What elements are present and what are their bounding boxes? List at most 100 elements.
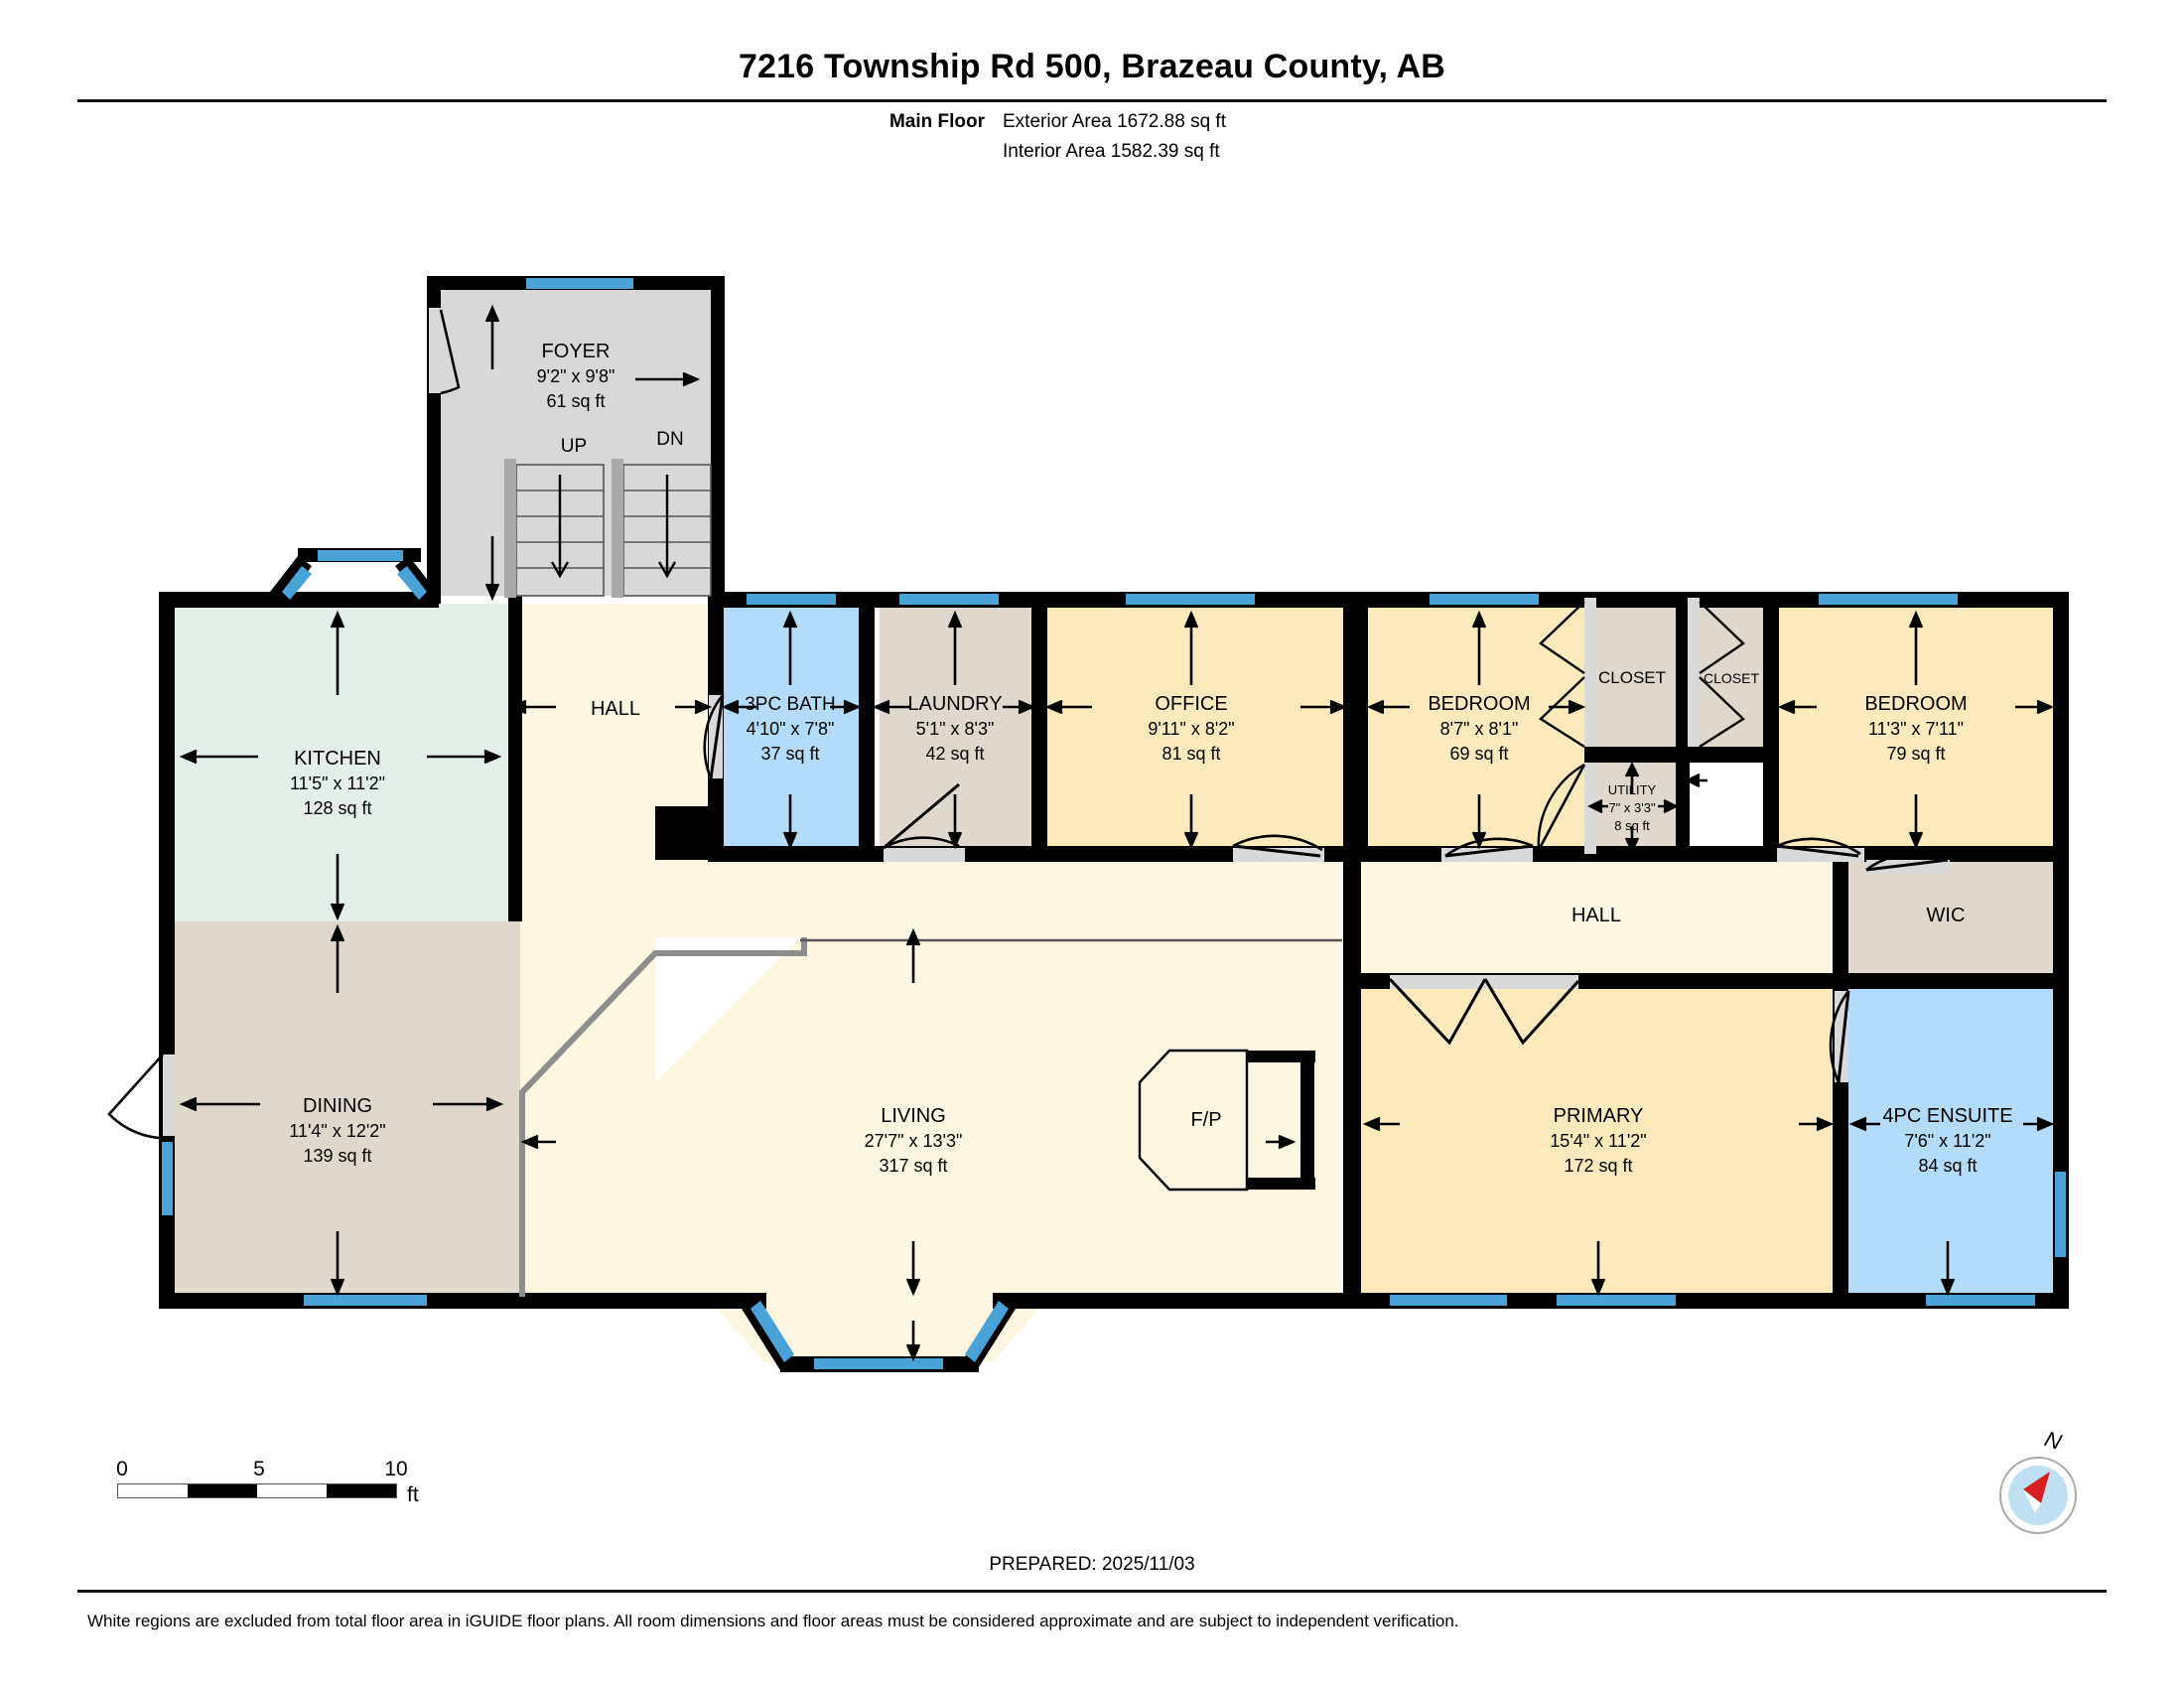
room-fill-closet1	[1588, 604, 1678, 751]
window-ensuite-bottom	[1926, 1295, 2035, 1306]
scale-tick-0: 0	[116, 1458, 128, 1480]
wall-bath-jog	[655, 806, 723, 860]
compass-needle-north	[2023, 1472, 2050, 1503]
room-dims-utility: 7" x 3'3"	[1608, 800, 1656, 815]
window-dining-left	[162, 1142, 173, 1215]
floor-area-summary: Main Floor Exterior Area 1672.88 sq ft I…	[0, 107, 2184, 167]
room-name-hall1: HALL	[591, 698, 640, 720]
room-dims-living: 27'7" x 13'3"	[865, 1131, 963, 1151]
window-laundry-top	[899, 594, 999, 605]
room-fill-laundry	[880, 604, 1033, 852]
door-swing-primary	[1388, 977, 1580, 1046]
room-label-kitchen: KITCHEN 11'5" x 11'2" 128 sq ft	[290, 748, 385, 818]
wall-utility-right	[1676, 747, 1690, 860]
room-area-foyer: 61 sq ft	[546, 391, 605, 411]
room-fill-ensuite	[1846, 988, 2055, 1297]
room-area-bedroom2: 79 sq ft	[1886, 744, 1945, 764]
window-bedroom1-top	[1430, 594, 1539, 605]
room-label-utility: UTILITY 7" x 3'3" 8 sq ft	[1608, 782, 1657, 833]
wall-foyer-right	[711, 276, 725, 604]
room-name-foyer: FOYER	[542, 341, 611, 362]
living-open-edge	[519, 937, 807, 1095]
wall-main-top-right	[711, 592, 2069, 608]
room-name-kitchen: KITCHEN	[294, 748, 381, 770]
door-leaf-bedroom1	[1444, 844, 1534, 858]
window-kitchen-bay-left	[282, 566, 312, 600]
floor-label: Main Floor	[888, 111, 985, 132]
door-office	[1233, 848, 1324, 862]
stair-up-rail	[504, 459, 516, 598]
scale-seg-3	[257, 1484, 327, 1497]
room-dims-kitchen: 11'5" x 11'2"	[290, 774, 385, 793]
compass-rose: N	[1983, 1426, 2093, 1547]
wall-main-bottom-right	[993, 1293, 2069, 1309]
wall-kitchen-right	[508, 592, 522, 921]
room-label-primary: PRIMARY 15'4" x 11'2" 172 sq ft	[1550, 1105, 1646, 1176]
room-label-laundry: LAUNDRY 5'1" x 8'3" 42 sq ft	[907, 693, 1002, 764]
room-dims-dining: 11'4" x 12'2"	[289, 1121, 385, 1141]
room-name-bedroom1: BEDROOM	[1428, 693, 1530, 715]
window-ensuite-right	[2055, 1172, 2066, 1257]
room-dims-3pc-bath: 4'10" x 7'8"	[747, 719, 835, 739]
door-leaf-ensuite	[1837, 990, 1850, 1083]
wall-laundry-right	[1031, 592, 1047, 860]
room-area-utility: 8 sq ft	[1614, 818, 1650, 833]
room-area-living: 317 sq ft	[879, 1156, 947, 1176]
fireplace-outline	[1138, 1049, 1249, 1192]
interior-area: Interior Area 1582.39 sq ft	[1003, 141, 1220, 162]
room-label-3pc-bath: 3PC BATH 4'10" x 7'8" 37 sq ft	[745, 694, 836, 764]
room-label-bedroom1: BEDROOM 8'7" x 8'1" 69 sq ft	[1428, 693, 1530, 764]
room-name-hall2: HALL	[1571, 905, 1621, 926]
room-area-kitchen: 128 sq ft	[303, 798, 371, 818]
room-name-primary: PRIMARY	[1554, 1105, 1644, 1127]
room-area-3pc-bath: 37 sq ft	[760, 744, 819, 764]
wall-closet-mid	[1676, 596, 1690, 755]
door-swing-ensuite	[1829, 990, 1850, 1083]
window-primary-bottom1	[1390, 1295, 1507, 1306]
door-swing-3pc-bath	[703, 694, 725, 779]
door-bedroom1	[1441, 848, 1533, 862]
room-dims-laundry: 5'1" x 8'3"	[916, 719, 995, 739]
staircase-group	[504, 459, 712, 598]
door-swing-bedroom1	[1444, 837, 1534, 858]
door-leaf-utility	[1537, 764, 1586, 851]
room-name-office: OFFICE	[1155, 693, 1227, 715]
wall-hall2-left	[1343, 860, 1361, 989]
scale-seg-4	[327, 1484, 396, 1497]
room-area-office: 81 sq ft	[1161, 744, 1220, 764]
window-bay-bottom-left	[751, 1301, 794, 1362]
wall-bedroom2-left	[1763, 592, 1779, 862]
footer-divider	[77, 1590, 2107, 1593]
room-label-dining: DINING 11'4" x 12'2" 139 sq ft	[289, 1095, 385, 1166]
wall-primary-left	[1343, 973, 1361, 1309]
wall-fp-right	[1300, 1051, 1314, 1190]
door-leaf-laundry	[883, 782, 960, 850]
room-dims-bedroom1: 8'7" x 8'1"	[1440, 719, 1519, 739]
room-label-office: OFFICE 9'11" x 8'2" 81 sq ft	[1148, 693, 1234, 764]
room-label-living: LIVING 27'7" x 13'3" 317 sq ft	[865, 1105, 963, 1176]
window-bedroom2-top	[1819, 594, 1958, 605]
room-fill-dining	[171, 921, 520, 1297]
door-dining-exterior	[163, 1055, 175, 1136]
room-area-laundry: 42 sq ft	[925, 744, 984, 764]
window-foyer-top	[526, 278, 633, 289]
door-swing-closet1	[1539, 601, 1585, 749]
room-name-ensuite: 4PC ENSUITE	[1882, 1105, 2012, 1127]
room-fill-kitchen	[171, 604, 520, 921]
room-fill-living-main	[520, 852, 1340, 1362]
wall-fp-bottom	[1246, 1178, 1315, 1190]
door-swing-utility	[1537, 763, 1585, 851]
room-name-bedroom2: BEDROOM	[1864, 693, 1967, 715]
title-divider	[77, 99, 2107, 102]
door-swing-wic	[1865, 852, 1949, 872]
room-area-ensuite: 84 sq ft	[1918, 1156, 1977, 1176]
stair-up-arrow	[550, 475, 570, 579]
scale-seg-2	[188, 1484, 257, 1497]
window-primary-bottom2	[1557, 1295, 1676, 1306]
scale-seg-1	[118, 1484, 188, 1497]
scale-tick-10: 10	[384, 1458, 408, 1480]
room-dims-office: 9'11" x 8'2"	[1148, 719, 1234, 739]
room-name-laundry: LAUNDRY	[907, 693, 1002, 715]
door-swing-closet2	[1699, 601, 1745, 749]
